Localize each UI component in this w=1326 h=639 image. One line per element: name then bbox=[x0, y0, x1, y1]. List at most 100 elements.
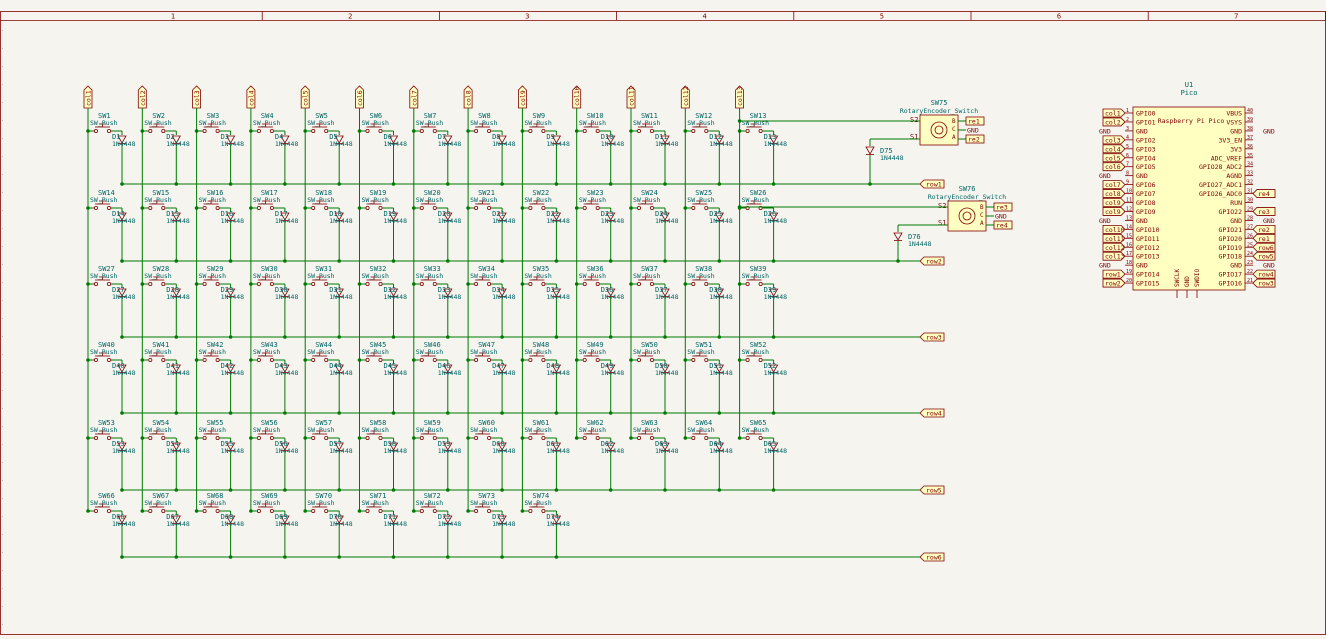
pico-pin-number: 31 bbox=[1247, 189, 1253, 195]
switch-contact bbox=[528, 435, 533, 440]
junction-dot bbox=[520, 509, 525, 513]
pico-pin-name: GND bbox=[1136, 262, 1148, 270]
grid-dot bbox=[2, 228, 3, 229]
switch-contact bbox=[161, 508, 166, 513]
switch-contact bbox=[650, 435, 655, 440]
pico-net-gnd: GND bbox=[1099, 127, 1111, 135]
diode-body bbox=[443, 135, 453, 144]
diode-ref: D51 bbox=[709, 362, 722, 370]
pico-pin-number: 10 bbox=[1126, 189, 1132, 195]
switch-ref: SW45 bbox=[370, 341, 387, 349]
row-flag bbox=[919, 485, 945, 495]
column-flag bbox=[735, 85, 744, 109]
diode-body bbox=[768, 212, 779, 221]
switch-ref: SW62 bbox=[587, 419, 604, 427]
pico-pin-number: 28 bbox=[1247, 215, 1253, 221]
switch-value: SW_Push bbox=[307, 426, 334, 434]
diode-ref: D24 bbox=[655, 210, 668, 218]
diode-body bbox=[117, 515, 127, 524]
rotary-encoder-SW76: SW76RotaryEncoder_SwitchS2S1BCAre3GNDre4… bbox=[739, 185, 1013, 261]
grid-dot bbox=[2, 354, 3, 355]
switch-value: SW_Push bbox=[144, 426, 171, 434]
grid-dot bbox=[2, 102, 3, 103]
switch-contact bbox=[365, 435, 370, 440]
pico-net-label: row1 bbox=[1105, 271, 1121, 279]
pico-pin-number: 25 bbox=[1247, 242, 1253, 248]
diode-value: 1N4448 bbox=[492, 217, 516, 225]
grid-dot bbox=[2, 408, 3, 409]
switch-contact bbox=[474, 357, 479, 362]
switch-value: SW_Push bbox=[253, 196, 280, 204]
switch-contact bbox=[419, 205, 424, 210]
pico-net-flag bbox=[1102, 251, 1126, 261]
diode-ref: D49 bbox=[601, 362, 614, 370]
pico-pin-name: GPIO14 bbox=[1136, 271, 1160, 279]
junction-dot bbox=[174, 488, 179, 492]
pico-net-label: col9 bbox=[1105, 199, 1121, 207]
column-flag bbox=[300, 85, 310, 109]
diode-ref: D52 bbox=[764, 362, 777, 370]
diode-body bbox=[714, 442, 724, 451]
grid-dot bbox=[2, 372, 3, 373]
pico-net-label: col2 bbox=[1105, 118, 1121, 126]
pico-net-gnd: GND bbox=[1263, 262, 1275, 270]
grid-dot bbox=[2, 390, 3, 391]
switch-value: SW_Push bbox=[362, 348, 389, 356]
switch-value: SW_Push bbox=[199, 272, 226, 280]
switch-contact bbox=[202, 281, 207, 286]
junction-dot bbox=[249, 206, 253, 210]
junction-dot bbox=[140, 282, 145, 286]
junction-dot bbox=[520, 436, 525, 440]
pico-pin-number: 14 bbox=[1126, 224, 1132, 230]
switch-value: SW_Push bbox=[633, 119, 660, 127]
switch-contact bbox=[419, 357, 424, 362]
diode-value: 1N4448 bbox=[221, 140, 245, 148]
junction-dot bbox=[283, 555, 287, 559]
diode-value: 1N4448 bbox=[112, 369, 136, 377]
pico-pin-number: 26 bbox=[1247, 233, 1253, 239]
pico-net-gnd: GND bbox=[1263, 217, 1275, 225]
junction-dot bbox=[194, 436, 199, 440]
diode-value: 1N4448 bbox=[166, 140, 190, 148]
switch-contact bbox=[419, 128, 424, 133]
diode-ref: D73 bbox=[492, 513, 505, 521]
switch-value: SW_Push bbox=[742, 119, 769, 127]
diode-value: 1N4448 bbox=[112, 447, 136, 455]
switch-ref: SW7 bbox=[424, 112, 437, 120]
switch-ref: SW32 bbox=[370, 265, 387, 273]
diode-ref: D60 bbox=[492, 440, 505, 448]
junction-dot bbox=[737, 358, 742, 362]
pico-pin-name: 3V3 bbox=[1230, 145, 1242, 153]
switch-contact bbox=[528, 357, 533, 362]
switch-contact bbox=[745, 205, 750, 210]
switch-contact bbox=[107, 508, 112, 513]
junction-dot bbox=[174, 555, 179, 559]
pico-pin-number: 23 bbox=[1247, 260, 1253, 266]
switch-contact bbox=[650, 357, 655, 362]
switch-contact bbox=[202, 357, 207, 362]
switch-contact bbox=[704, 281, 709, 286]
diode-value: 1N4448 bbox=[492, 520, 516, 528]
junction-dot bbox=[249, 358, 253, 362]
switch-contact bbox=[758, 281, 763, 286]
row-flag-text: row6 bbox=[926, 554, 942, 562]
pico-pin-number: 6 bbox=[1126, 153, 1129, 159]
pico-pin-number: 34 bbox=[1247, 162, 1253, 168]
pico-pin-name: VSYS bbox=[1226, 118, 1242, 126]
switch-ref: SW50 bbox=[641, 341, 658, 349]
pico-net-label: re2 bbox=[1258, 226, 1270, 234]
grid-dot bbox=[2, 48, 3, 49]
switch-contact bbox=[215, 435, 220, 440]
diode-ref: D1 bbox=[112, 133, 120, 141]
pico-net-flag bbox=[1102, 135, 1126, 145]
diode-value: 1N4448 bbox=[275, 369, 299, 377]
column-flag-text: col11 bbox=[628, 86, 636, 106]
encoder-diode-value: 1N4448 bbox=[908, 240, 932, 248]
